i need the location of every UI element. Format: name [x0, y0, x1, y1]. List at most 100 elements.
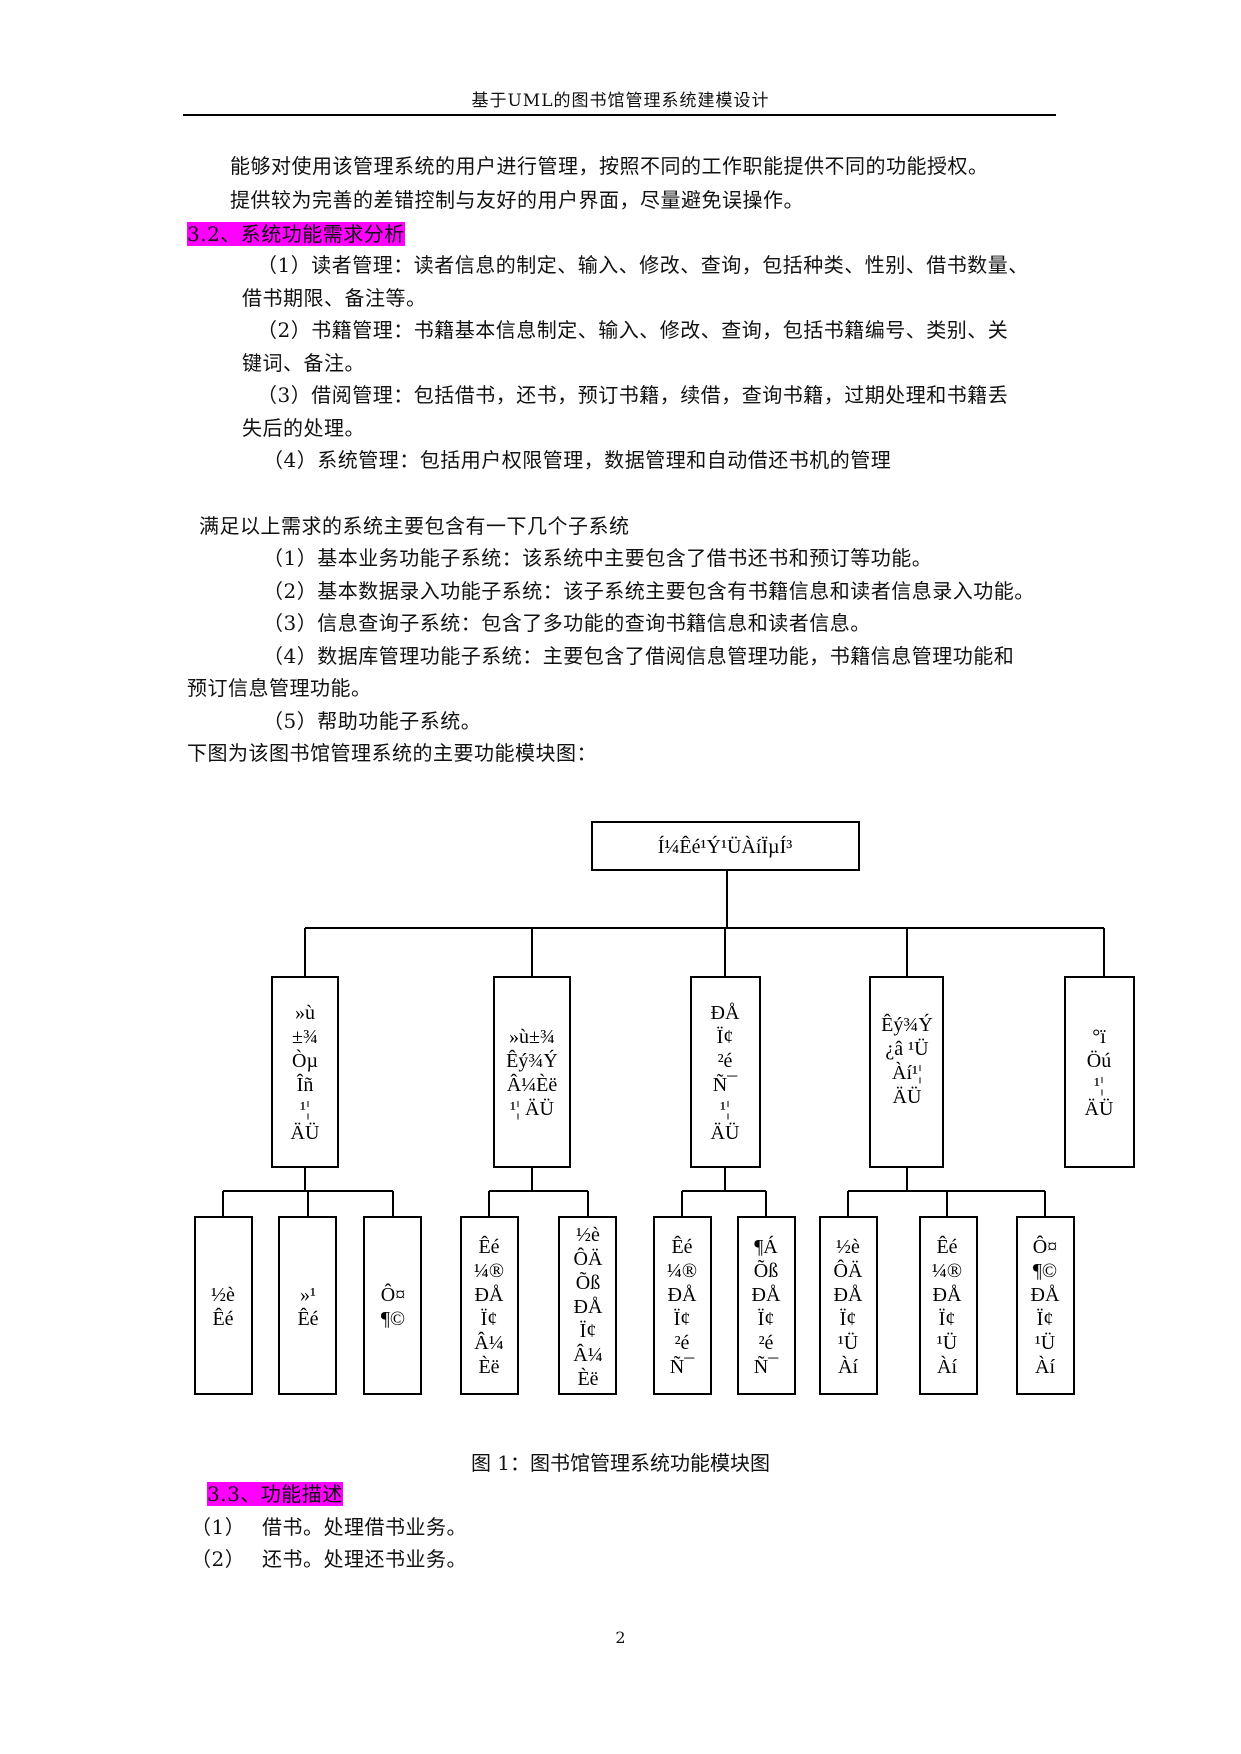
- leaf-box-reader-entry: [558, 1216, 617, 1395]
- running-header: 基于UML的图书馆管理系统建模设计: [471, 91, 770, 111]
- module-label-line: ÐÅ: [711, 1002, 740, 1024]
- module-label-line: ÄÜ: [711, 1121, 740, 1144]
- module-label-line: ¹¦: [720, 1098, 730, 1120]
- leave-label-line: Èë: [478, 1355, 499, 1378]
- module-label-line: ±¾: [292, 1026, 318, 1048]
- module-label-line: Ï¢: [717, 1025, 734, 1048]
- module-label-line: ²é: [718, 1050, 733, 1072]
- module-label-line: ÄÜ: [893, 1085, 922, 1108]
- leaf-box-borrow: [194, 1216, 253, 1395]
- leave-label-line: Ô¤: [1033, 1234, 1057, 1258]
- section-heading: 3.2、系统功能需求分析: [187, 222, 405, 246]
- leave-label-line: ÐÅ: [1031, 1284, 1060, 1306]
- leave-label-line: Ï¢: [1037, 1307, 1054, 1330]
- connector-lines: [222, 870, 1105, 1217]
- leave-label-line: ²é: [759, 1332, 774, 1354]
- module-label-line: ÄÜ: [1085, 1097, 1114, 1120]
- subsystem-item: （1）基本业务功能子系统：该系统中主要包含了借书还书和预订等功能。: [263, 546, 933, 570]
- leaf-box-reserve: [363, 1216, 422, 1395]
- requirement-item: （3）借阅管理：包括借书，还书，预订书籍，续借，查询书籍，过期处理和书籍丢: [257, 383, 1009, 407]
- module-box-help: [1064, 976, 1135, 1168]
- module-label-line: ¹¦: [1094, 1074, 1104, 1096]
- figure-caption: 图 1：图书馆管理系统功能模块图: [470, 1451, 771, 1475]
- subsystem-item: （5）帮助功能子系统。: [263, 709, 482, 733]
- subsystem-item-cont: 预订信息管理功能。: [187, 676, 372, 700]
- leave-label-line: Êé: [212, 1307, 233, 1330]
- leaf-box-return: [278, 1216, 337, 1395]
- leave-label-line: Êé: [478, 1235, 499, 1258]
- leave-label-line: Ñ¯: [670, 1354, 695, 1378]
- leave-label-line: ÔÄ: [574, 1246, 603, 1270]
- leave-label-line: ÐÅ: [574, 1296, 603, 1318]
- module-label-line: °ï: [1092, 1026, 1106, 1048]
- function-item-num: （1）: [191, 1515, 246, 1539]
- requirement-item: （4）系统管理：包括用户权限管理，数据管理和自动借还书机的管理: [263, 448, 892, 472]
- module-label-line: »ù±¾: [509, 1026, 555, 1048]
- leaf-box-book-entry: [460, 1216, 519, 1395]
- module-box-basic-business: [271, 976, 339, 1168]
- leave-label-line: ¹Ü: [937, 1331, 958, 1354]
- leave-label-line: Ï¢: [580, 1319, 597, 1342]
- root-node-box: [591, 821, 860, 871]
- leave-label-line: Êé: [671, 1235, 692, 1258]
- leave-label-line: Õß: [576, 1270, 600, 1294]
- module-box-info-query: [690, 976, 761, 1168]
- leave-label-line: Ï¢: [840, 1307, 857, 1330]
- leave-label-line: Õß: [754, 1258, 778, 1282]
- module-box-data-entry: [493, 976, 571, 1168]
- leave-label-line: ÐÅ: [475, 1284, 504, 1306]
- section-3-2-heading: 3.2、系统功能需求分析: [187, 222, 405, 246]
- subsystem-item: （4）数据库管理功能子系统：主要包含了借阅信息管理功能，书籍信息管理功能和: [263, 644, 1015, 668]
- intro-line: 提供较为完善的差错控制与友好的用户界面，尽量避免误操作。: [230, 188, 804, 212]
- requirement-item-cont: 失后的处理。: [242, 416, 365, 440]
- leave-label-line: ½è: [576, 1224, 600, 1246]
- module-label-line: Ñ¯: [713, 1072, 738, 1096]
- subsystem-item: （3）信息查询子系统：包含了多功能的查询书籍信息和读者信息。: [263, 611, 871, 635]
- leave-label-line: ½è: [211, 1284, 235, 1306]
- leave-label-line: Ï¢: [758, 1307, 775, 1330]
- leaf-box-reader-query: [737, 1216, 796, 1395]
- function-item-num: （2）: [191, 1547, 246, 1571]
- leave-label-line: ¶©: [381, 1308, 405, 1330]
- leave-label-line: Èë: [577, 1367, 598, 1390]
- leave-label-line: Ñ¯: [754, 1354, 779, 1378]
- leave-label-line: Àí: [1035, 1355, 1055, 1378]
- header-rule: [183, 114, 1056, 116]
- root-node-label: Í¼Êé¹Ý¹ÜÀíÏµÍ³: [658, 835, 792, 858]
- module-label-line: Àí¹¦: [892, 1061, 922, 1084]
- leave-label-line: ¶©: [1033, 1260, 1057, 1282]
- leaf-box-book-management: [919, 1216, 978, 1395]
- leaf-box-book-query: [653, 1216, 712, 1395]
- leaf-box-borrow-management: [819, 1216, 878, 1395]
- module-label-line: Â¼Èë: [507, 1073, 558, 1096]
- leave-label-line: ¼®: [932, 1260, 962, 1282]
- module-label-line: Öú: [1087, 1049, 1111, 1072]
- module-label-line: Êý¾Ý: [881, 1013, 933, 1036]
- module-label-line: »ù: [295, 1002, 315, 1024]
- module-box-database-management: [869, 976, 944, 1168]
- leaf-box-reserve-management: [1016, 1216, 1075, 1395]
- leave-label-line: »¹: [300, 1284, 316, 1306]
- leave-label-line: Ï¢: [481, 1307, 498, 1330]
- leave-label-line: Â¼: [573, 1343, 602, 1366]
- intro-line: 能够对使用该管理系统的用户进行管理，按照不同的工作职能提供不同的功能授权。: [230, 154, 989, 178]
- leave-label-line: ÔÄ: [834, 1258, 863, 1282]
- requirement-item-cont: 键词、备注。: [242, 351, 365, 375]
- subsystem-item: （2）基本数据录入功能子系统：该子系统主要包含有书籍信息和读者信息录入功能。: [263, 579, 1035, 603]
- leave-label-line: Ô¤: [381, 1282, 405, 1306]
- page-number: 2: [615, 1628, 626, 1647]
- module-label-line: ¿â ¹Ü: [885, 1037, 929, 1060]
- leave-label-line: Ï¢: [674, 1307, 691, 1330]
- leave-label-line: Êé: [936, 1235, 957, 1258]
- leave-label-line: ½è: [836, 1236, 860, 1258]
- leave-label-line: ²é: [675, 1332, 690, 1354]
- leave-label-line: ÐÅ: [668, 1284, 697, 1306]
- requirement-item: （2）书籍管理：书籍基本信息制定、输入、修改、查询，包括书籍编号、类别、关: [257, 318, 1009, 342]
- module-label-line: ¹¦: [300, 1098, 310, 1120]
- leave-label-line: Àí: [937, 1355, 957, 1378]
- requirement-item-cont: 借书期限、备注等。: [242, 286, 427, 310]
- section-heading: 3.3、功能描述: [207, 1482, 343, 1506]
- module-label-line: Êý¾Ý: [506, 1049, 558, 1072]
- subsystems-intro: 满足以上需求的系统主要包含有一下几个子系统: [199, 514, 630, 538]
